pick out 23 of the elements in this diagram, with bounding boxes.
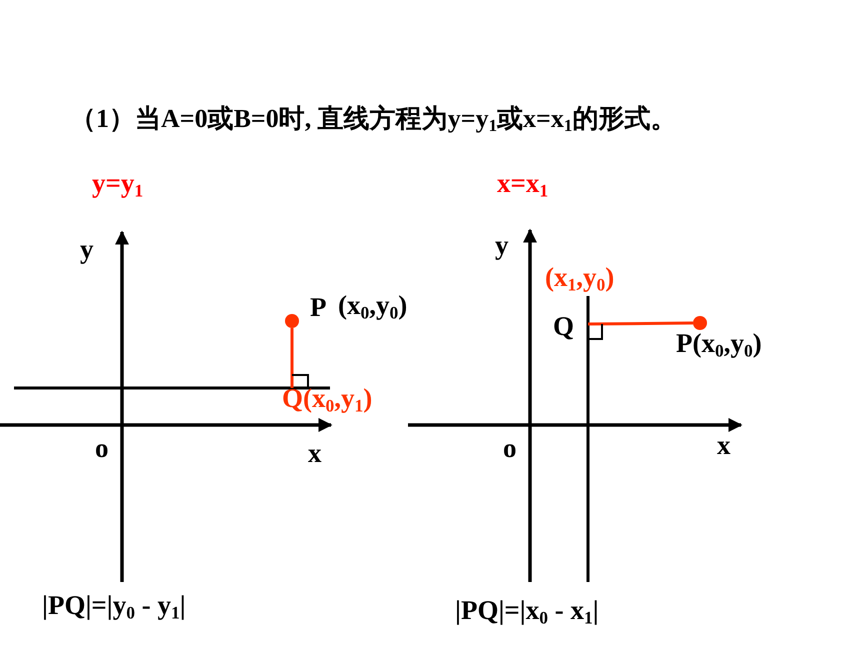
right-angle-mark	[587, 323, 603, 340]
axis-label: x	[308, 440, 322, 467]
distance-formula: |PQ|=|y$_{0}$ - y$_{1}$|	[42, 592, 186, 622]
segment	[588, 322, 694, 326]
point-label: (x$_{0}$,y$_{0}$)	[338, 292, 408, 322]
axis-label: x	[717, 432, 730, 459]
point-label: (x$_{1}$,y$_{0}$)	[545, 264, 614, 294]
distance-formula: |PQ|=|x$_{0}$ - x$_{1}$|	[455, 597, 599, 627]
origin-label: o	[95, 435, 108, 462]
equation-label: y=y$_{1}$	[92, 170, 144, 200]
point-dot	[693, 316, 707, 330]
axis-label: y	[495, 232, 508, 259]
title: （1）当A=0或B=0时, 直线方程为y=y$_{1}$或x=x$_{1}$的形式。	[70, 106, 676, 136]
point-label: P(x$_{0}$,y$_{0}$)	[676, 330, 762, 360]
origin-label: o	[503, 435, 516, 462]
point-dot	[285, 314, 299, 328]
point-label: Q	[553, 313, 574, 340]
axis-label: y	[80, 236, 94, 263]
point-label: Q(x$_{0}$,y$_{1}$)	[282, 385, 372, 415]
equation-label: x=x$_{1}$	[497, 170, 548, 200]
point-label: P	[310, 294, 326, 321]
right-angle-mark	[291, 374, 309, 389]
segment	[290, 328, 294, 388]
